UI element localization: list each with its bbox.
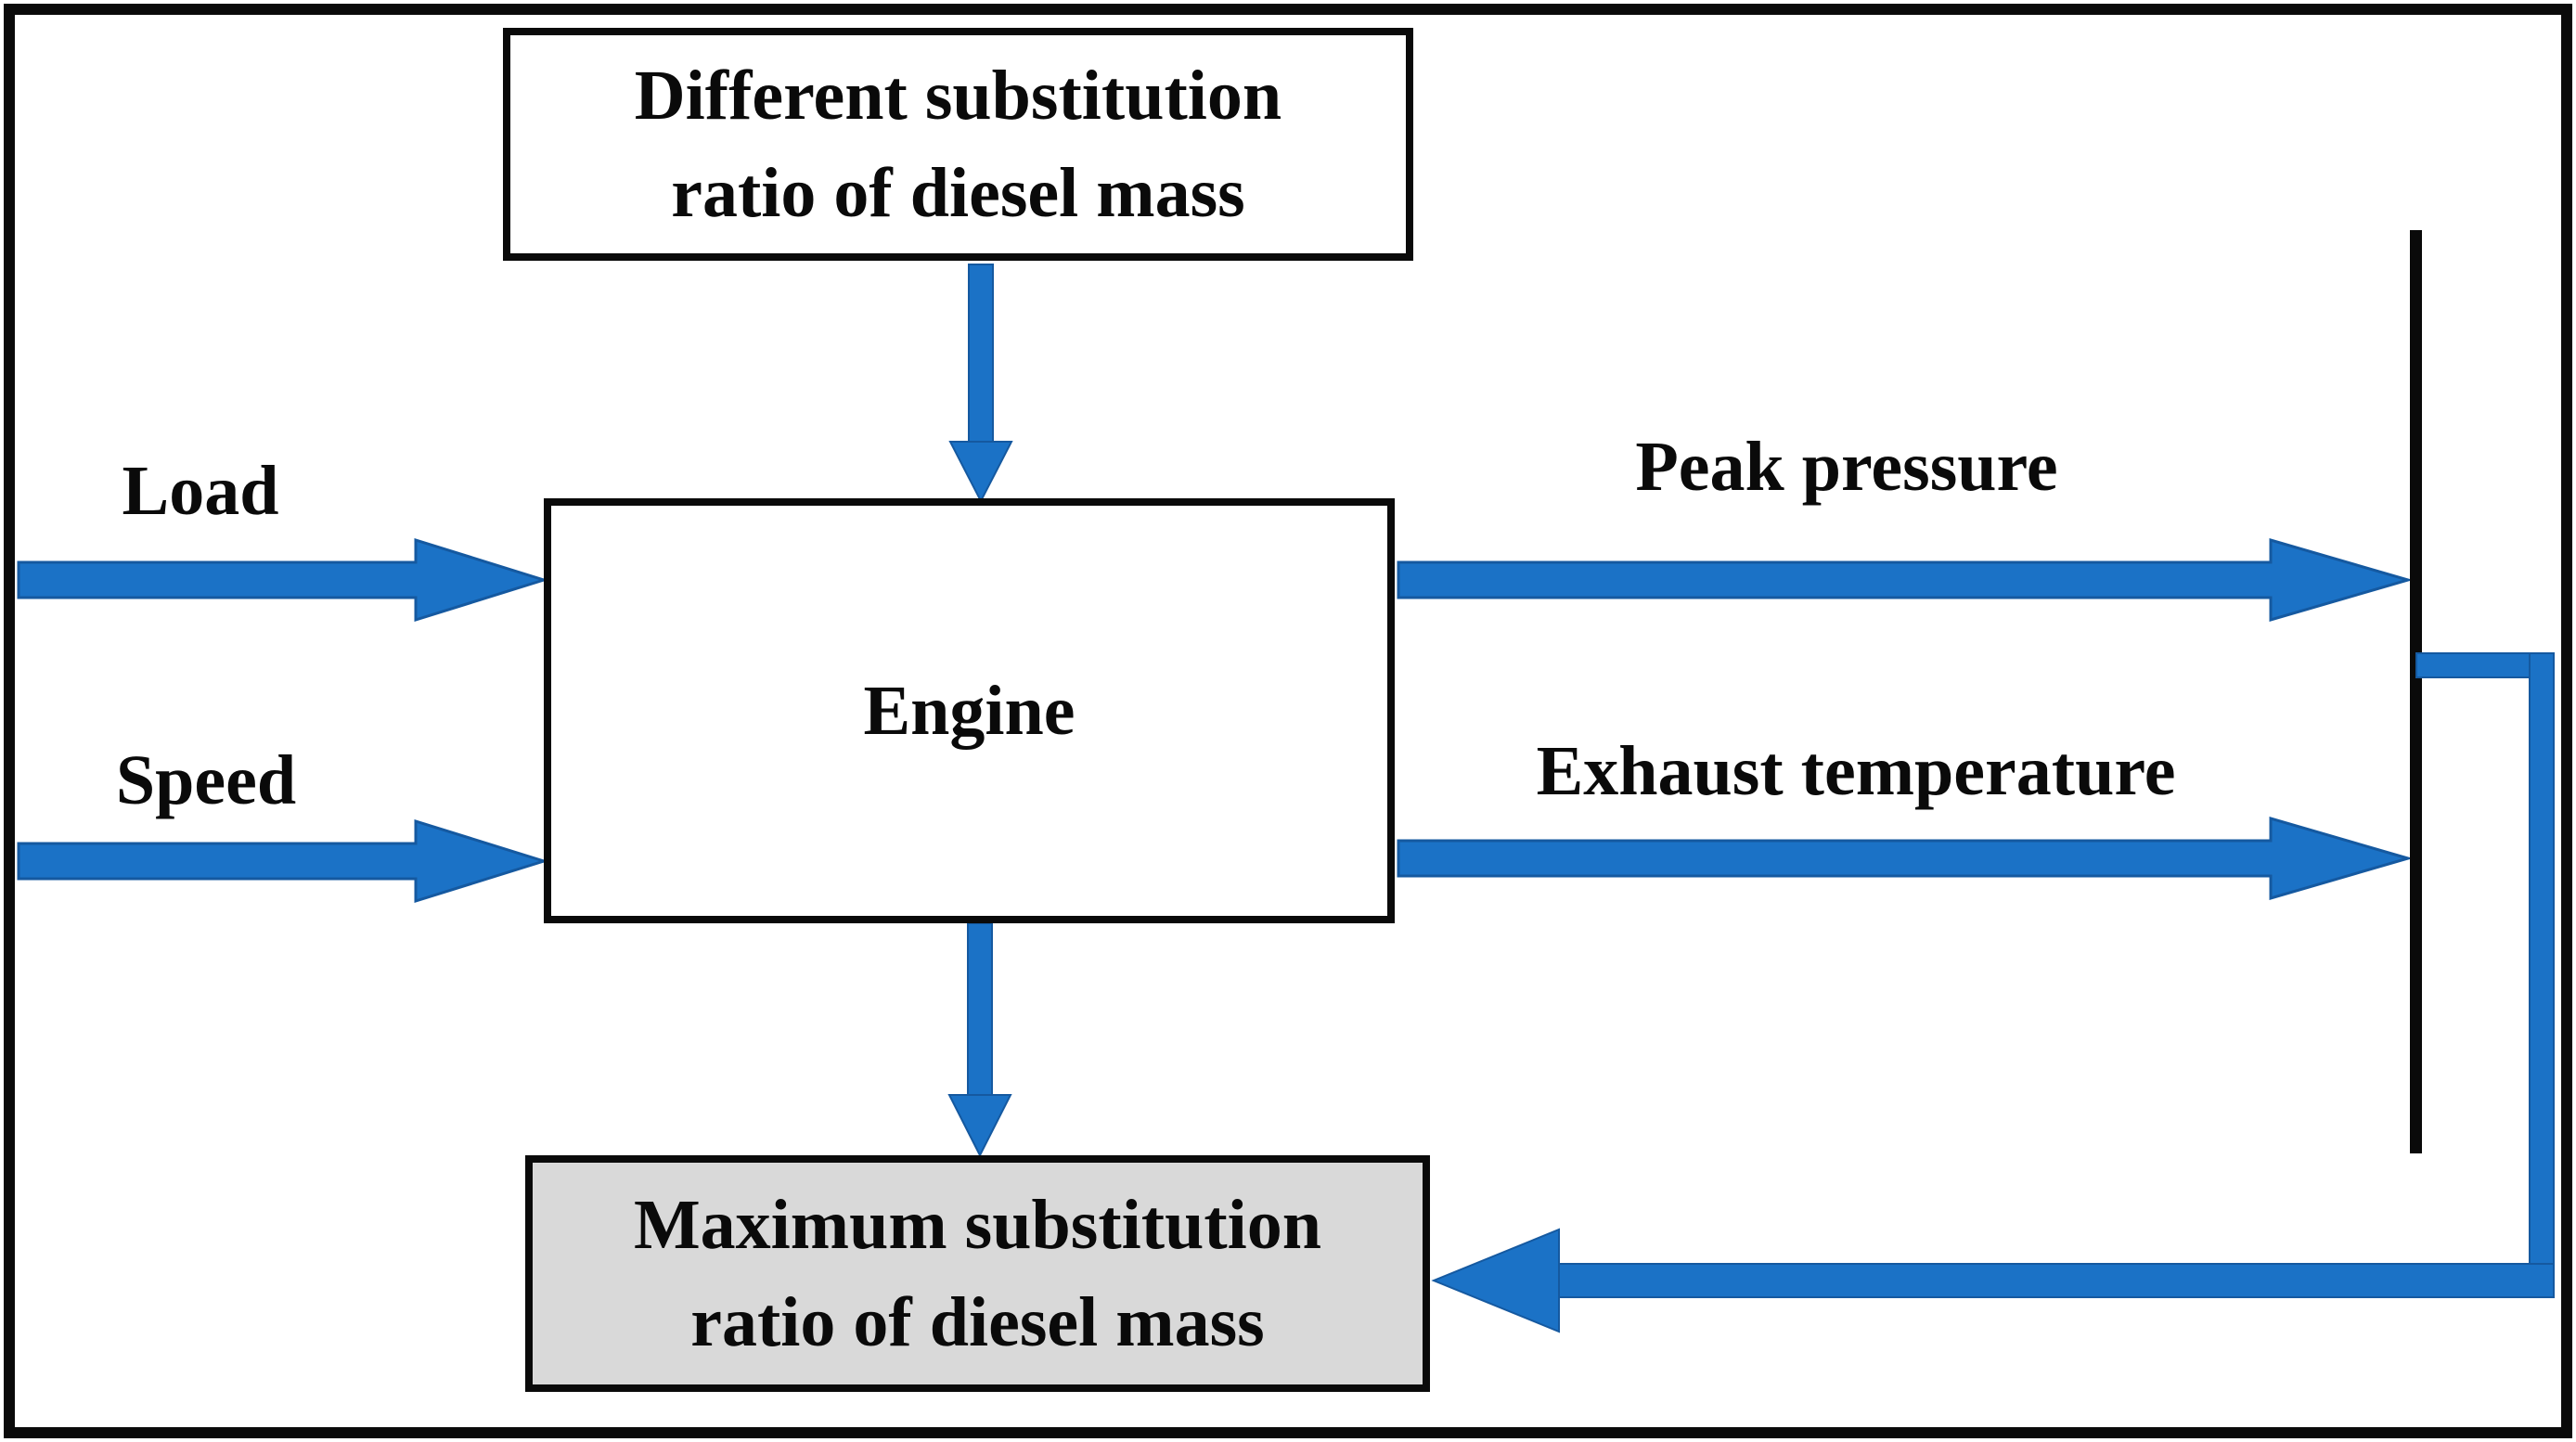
feedback-arrow-stem <box>1558 1263 2555 1298</box>
label-peak-pressure: Peak pressure <box>1635 428 2058 506</box>
exhaust-temperature-arrow-icon <box>1397 817 2414 900</box>
node-engine-label: Engine <box>863 671 1075 750</box>
node-maximum-substitution-line2: ratio of diesel mass <box>690 1282 1265 1361</box>
engine-to-output-arrowhead-icon <box>947 1094 1012 1158</box>
input-to-engine-arrowhead-icon <box>948 441 1013 504</box>
label-speed: Speed <box>115 741 297 819</box>
node-maximum-substitution-line1: Maximum substitution <box>633 1185 1322 1264</box>
label-load: Load <box>122 452 279 530</box>
engine-to-output-arrow-stem <box>967 922 993 1098</box>
feedback-arrowhead-icon <box>1431 1228 1560 1333</box>
node-engine: Engine <box>544 498 1395 923</box>
limit-bar <box>2410 230 2422 1153</box>
load-arrow-icon <box>17 537 549 623</box>
node-maximum-substitution-ratio: Maximum substitution ratio of diesel mas… <box>525 1155 1430 1392</box>
node-different-substitution-ratio: Different substitution ratio of diesel m… <box>503 28 1413 261</box>
label-exhaust-temperature: Exhaust temperature <box>1536 732 2176 810</box>
peak-pressure-arrow-icon <box>1397 538 2414 622</box>
node-different-substitution-line1: Different substitution <box>634 56 1282 135</box>
feedback-elbow-vertical <box>2529 652 2555 1298</box>
node-different-substitution-line2: ratio of diesel mass <box>671 153 1245 232</box>
input-to-engine-arrow-stem <box>968 264 994 444</box>
speed-arrow-icon <box>17 818 549 904</box>
